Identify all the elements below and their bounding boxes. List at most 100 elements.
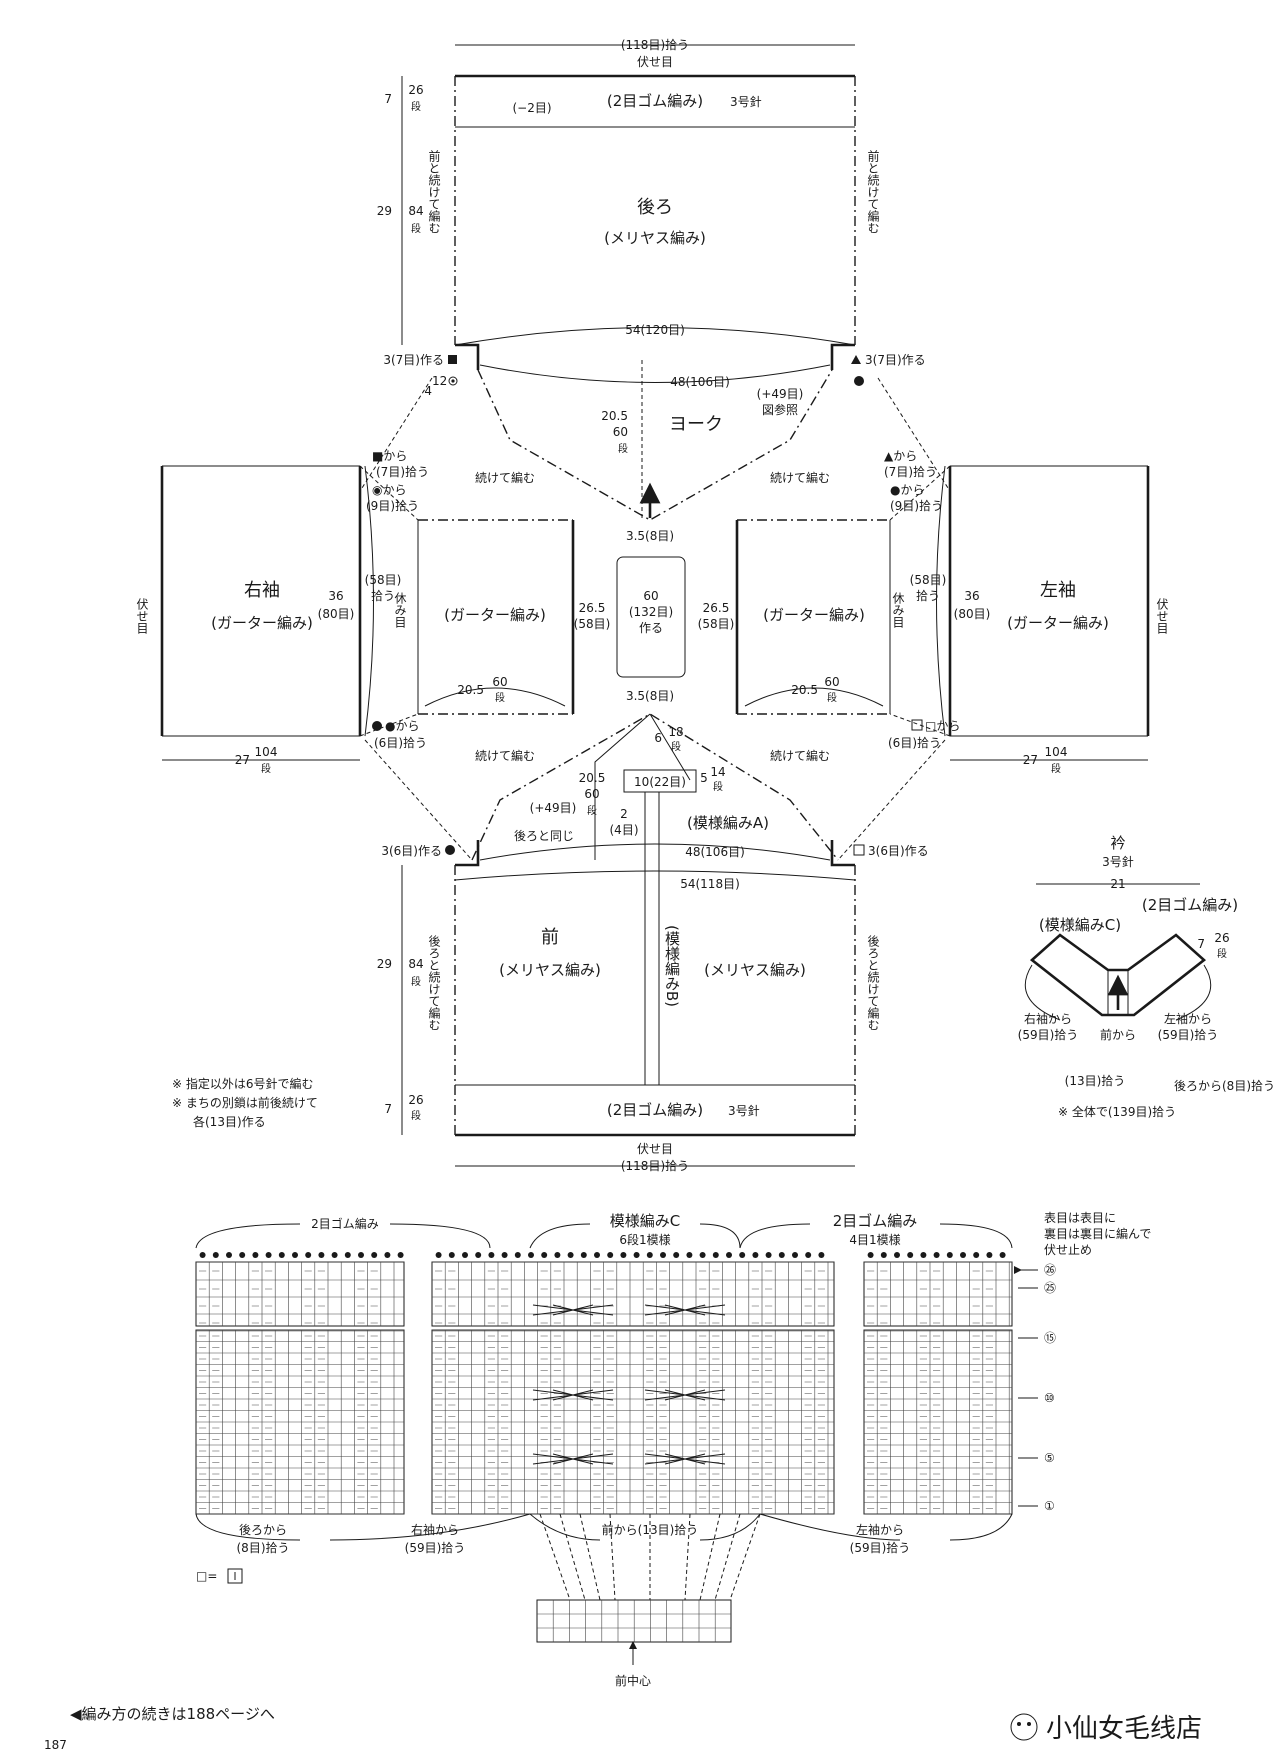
right-sleeve-pick-9: (9目)拾う — [366, 498, 419, 513]
pattern-a: (模様編みA) — [687, 814, 769, 832]
bind-off-dot-icon — [792, 1252, 798, 1258]
right-sleeve-length-rows: 104 — [255, 745, 278, 759]
bind-off-dot-icon — [946, 1252, 953, 1258]
left-sleeve-length: 27 — [1023, 753, 1038, 767]
collar-pick-59r: (59目)拾う — [1018, 1027, 1079, 1042]
triangle-marker-icon — [851, 355, 861, 364]
chart-row-26: ㉖ — [1044, 1263, 1056, 1277]
right-inner-height: 26.5 — [579, 601, 606, 615]
right-sleeve-width-stitches: (80目) — [318, 607, 355, 621]
front-mini-grid — [536, 1599, 732, 1643]
bind-off-dot-icon — [462, 1252, 468, 1258]
bind-off-dot-icon — [488, 1252, 495, 1258]
front-needle: 3号針 — [728, 1103, 760, 1118]
bind-off-dot-icon — [305, 1252, 312, 1258]
continue-note: ◀編み方の続きは188ページへ — [70, 1705, 275, 1723]
collar-diagram: 衿 3号針 21 (2目ゴム編み) (模様編みC) 7 26 段 右袖から (5… — [1018, 834, 1275, 1119]
right-sleeve-length: 27 — [235, 753, 250, 767]
bind-off-dot-icon — [384, 1252, 391, 1258]
right-sleeve: 伏せ目 右袖 (ガーター編み) 36 (80目) (58目) 拾う 休み目 ■か… — [135, 449, 610, 775]
bind-off-dot-icon — [594, 1252, 600, 1258]
cable-cross-icon — [644, 1389, 726, 1401]
bind-off-dot-icon — [660, 1252, 666, 1258]
placket-rows-2: 14 — [710, 765, 725, 779]
collar-needle: 3号針 — [1102, 854, 1134, 869]
chart-front-center: 前中心 — [615, 1673, 651, 1688]
stitch-chart: 2目ゴム編み 模様編みC 6段1模様 2目ゴム編み 4目1模様 表目は表目に 裏… — [195, 1211, 1151, 1688]
collar-from-left: 左袖から — [1164, 1011, 1212, 1026]
bind-off-dot-icon — [880, 1252, 887, 1258]
bind-off-dot-icon — [239, 1252, 246, 1258]
left-sleeve-pick-7: (7目)拾う — [884, 464, 937, 479]
bind-off-dot-icon — [960, 1252, 966, 1258]
right-inner-width-rows: 60 — [492, 675, 507, 689]
cable-cross-icon — [532, 1389, 614, 1401]
placket-rows: 18 — [668, 725, 683, 739]
bind-off-dot-icon — [501, 1252, 508, 1258]
bind-off-dot-icon — [765, 1252, 772, 1258]
right-sleeve-from-square: ■から — [372, 449, 407, 463]
right-sleeve-pick-7: (7目)拾う — [376, 464, 429, 479]
yoke: 3(7目)作る 3(7目)作る 4 12 48(106目) (+49目) 図参照… — [361, 343, 949, 763]
chart-pattern-c: 模様編みC — [610, 1212, 680, 1230]
yoke-dan: 段 — [618, 442, 628, 455]
yoke-right-cast: 3(7目)作る — [865, 353, 926, 367]
front-ribbing: (2目ゴム編み) — [607, 1101, 703, 1119]
placket-height-2: 5 — [700, 771, 708, 785]
back-subtitle: (メリヤス編み) — [604, 229, 706, 247]
chart-grid-lines — [864, 1261, 1012, 1515]
bind-off-dot-icon — [344, 1252, 351, 1258]
front-continue-left: 後ろと続けて編む — [427, 935, 441, 1031]
front-body-dan: 段 — [411, 975, 421, 988]
back-decrease: (−2目) — [512, 101, 551, 115]
bind-off-dot-icon — [265, 1252, 272, 1258]
front-bind-off: 伏せ目 — [637, 1142, 673, 1156]
yoke-see-fig: 図参照 — [762, 402, 798, 417]
right-sleeve-title: 右袖 — [244, 580, 280, 601]
collar-from-back: 後ろから(8目)拾う — [1174, 1078, 1275, 1093]
front-panel: 前 (メリヤス編み) (メリヤス編み) (模様編みB) 29 84 段 7 26… — [377, 791, 880, 1173]
collar-ribbing: (2目ゴム編み) — [1142, 896, 1238, 914]
right-sleeve-dan: 段 — [261, 762, 271, 775]
bind-off-dot-icon — [199, 1252, 206, 1258]
pattern-b: (模様編みB) — [663, 925, 681, 1007]
wechat-logo-icon — [1010, 1713, 1038, 1741]
left-inner-height: 26.5 — [703, 601, 730, 615]
gusset-rows: 12 — [432, 374, 447, 388]
bind-off-dot-icon — [226, 1252, 232, 1258]
bind-off-dot-icon — [541, 1252, 548, 1258]
yoke-back-raglan — [477, 369, 833, 521]
chart-row-25: ㉕ — [1044, 1281, 1056, 1295]
bind-off-dot-icon — [514, 1252, 521, 1258]
left-sleeve-from-dot: ●から — [890, 483, 924, 497]
collar-pick-59l: (59目)拾う — [1158, 1027, 1219, 1042]
back-top-stitches: (118目)拾う — [621, 37, 689, 52]
page-number: 187 — [44, 1738, 67, 1752]
yoke-continue-4: 続けて編む — [770, 748, 830, 763]
placket-small: 2 — [620, 807, 628, 821]
front-yoke-rows: 60 — [584, 787, 599, 801]
bind-off-dot-icon — [252, 1252, 259, 1258]
bind-off-dot-icon — [867, 1252, 874, 1258]
front-yoke-depth: 20.5 — [579, 771, 606, 785]
right-inner-title: (ガーター編み) — [444, 606, 546, 624]
front-left-cast: 3(6目)作る — [381, 844, 442, 858]
notes: ※ 指定以外は6号針で編む ※ まちの別鎖は前後続けて 各(13目)作る — [172, 1076, 318, 1129]
right-sleeve-from-dot: ●から — [385, 719, 419, 733]
bind-off-dot-icon — [805, 1252, 812, 1258]
left-sleeve-rest: 休み目 — [891, 592, 905, 628]
left-sleeve-pick-58-u: 拾う — [916, 588, 940, 603]
bind-off-dot-icon — [580, 1252, 587, 1258]
front-width: 54(118目) — [680, 877, 740, 891]
right-sleeve-pick-6: (6目)拾う — [374, 735, 427, 750]
yoke-continue-1: 続けて編む — [475, 470, 535, 485]
yoke-right-gusset — [830, 343, 855, 370]
yoke-left-gusset — [455, 343, 480, 370]
front-width-top: 48(106目) — [685, 845, 745, 859]
chart-row-10: ⑩ — [1044, 1391, 1055, 1405]
collar-pattern-c: (模様編みC) — [1039, 916, 1121, 934]
bind-off-dot-icon — [475, 1252, 482, 1258]
yoke-left-cast: 3(7目)作る — [383, 353, 444, 367]
placket-band — [644, 791, 660, 1086]
bind-off-dot-icon — [633, 1252, 640, 1258]
